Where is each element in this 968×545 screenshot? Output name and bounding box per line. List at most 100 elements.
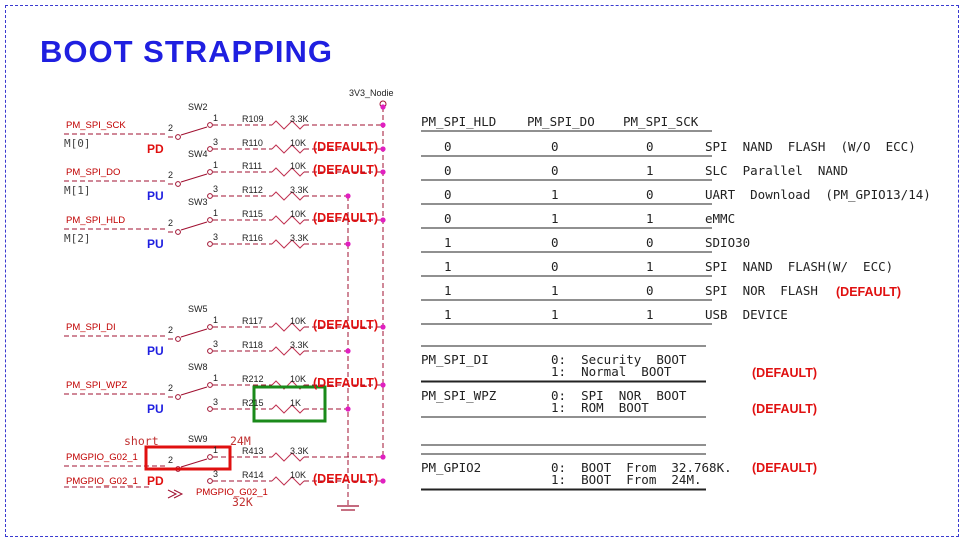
signal-label: PM_SPI_DI — [66, 322, 116, 333]
highlight-box-red — [144, 445, 232, 471]
resistor-ref: R115 — [242, 209, 263, 219]
resistor-value: 3.3K — [290, 185, 309, 195]
table-cell-do: 1 — [551, 283, 559, 298]
resistor-value: 10K — [290, 316, 307, 326]
resistor-ref: R116 — [242, 233, 263, 243]
switch-pin — [207, 324, 213, 330]
switch-pin — [207, 193, 213, 199]
switch-pin — [207, 122, 213, 128]
option-name: PM_GPIO2 — [421, 460, 482, 475]
resistor-symbol — [271, 404, 305, 414]
option-line: 1: BOOT From 24M. — [551, 472, 702, 487]
resistor-symbol — [271, 167, 305, 177]
page-border — [5, 5, 959, 537]
pull-label: PU — [147, 402, 164, 416]
table-cell-do: 0 — [551, 235, 559, 250]
table-header-do: PM_SPI_DO — [527, 114, 595, 129]
pin-label: 2 — [168, 325, 174, 335]
note-short: short — [124, 434, 159, 448]
pin-label: 3 — [213, 339, 219, 349]
resistor-ref: R414 — [242, 470, 264, 480]
resistor-ref: R109 — [242, 114, 264, 124]
resistor-value: 1K — [290, 398, 302, 408]
resistor-value: 10K — [290, 470, 307, 480]
pin-label: 1 — [213, 160, 219, 170]
table-cell-do: 1 — [551, 187, 559, 202]
pin-label: 3 — [213, 232, 219, 242]
switch-pin — [207, 169, 213, 175]
table-cell-sck: 1 — [646, 259, 654, 274]
table-cell-do: 0 — [551, 139, 559, 154]
table-cell-mode: UART Download (PM_GPIO13/14) — [705, 187, 931, 202]
switch-pin — [207, 478, 213, 484]
table-cell-sck: 1 — [646, 211, 654, 226]
bus-label: M[0] — [64, 137, 91, 150]
table-header-hld: PM_SPI_HLD — [421, 114, 497, 129]
resistor-ref: R212 — [242, 374, 264, 384]
pin-label: 1 — [213, 315, 219, 325]
junction-dot — [380, 382, 386, 388]
default-marker: (DEFAULT) — [313, 318, 379, 332]
switch-pin — [207, 217, 213, 223]
junction-dot — [345, 406, 351, 412]
table-cell-sck: 1 — [646, 163, 654, 178]
switch-lever — [180, 173, 208, 183]
resistor-ref: R112 — [242, 185, 263, 195]
resistor-ref: R111 — [242, 161, 263, 171]
pull-label: PD — [147, 142, 164, 156]
table-cell-hld: 0 — [444, 163, 452, 178]
switch-pin — [175, 134, 181, 140]
switch-pin — [207, 454, 213, 460]
resistor-value: 3.3K — [290, 446, 309, 456]
table-cell-mode: eMMC — [705, 211, 736, 226]
pin-label: 2 — [168, 455, 174, 465]
table-cell-hld: 1 — [444, 283, 452, 298]
pull-label: PU — [147, 344, 164, 358]
signal-label: PMGPIO_G02_1 — [66, 476, 138, 487]
switch-pin — [175, 181, 181, 187]
switch-lever — [180, 126, 208, 136]
resistor-symbol — [271, 191, 305, 201]
table-cell-hld: 0 — [444, 211, 452, 226]
pin-label: 2 — [168, 170, 174, 180]
note-32k: 32K — [232, 495, 253, 509]
option-name: PM_SPI_WPZ — [421, 388, 497, 403]
table-cell-sck: 0 — [646, 283, 654, 298]
table-cell-mode: SDIO30 — [705, 235, 751, 250]
junction-dot — [345, 193, 351, 199]
table-cell-hld: 1 — [444, 307, 452, 322]
resistor-value: 3.3K — [290, 114, 309, 124]
signal-label: PM_SPI_HLD — [66, 215, 126, 226]
table-cell-hld: 1 — [444, 259, 452, 274]
bus-label: M[2] — [64, 232, 91, 245]
pin-label: 1 — [213, 373, 219, 383]
option-line: 0: BOOT From 32.768K. — [551, 460, 732, 475]
pin-label: 1 — [213, 208, 219, 218]
signal-label: PM_SPI_DO — [66, 167, 121, 178]
offpage-label: PMGPIO_G02_1 — [196, 487, 268, 498]
resistor-symbol — [271, 239, 305, 249]
option-name: PM_SPI_DI — [421, 352, 489, 367]
table-cell-sck: 0 — [646, 187, 654, 202]
highlight-box-green — [252, 385, 327, 423]
resistor-ref: R117 — [242, 316, 263, 326]
junction-dot — [380, 324, 386, 330]
resistor-value: 3.3K — [290, 233, 309, 243]
junction-dot — [380, 478, 386, 484]
table-header-sck: PM_SPI_SCK — [623, 114, 699, 129]
resistor-value: 10K — [290, 161, 307, 171]
switch-pin — [175, 394, 181, 400]
default-marker: (DEFAULT) — [313, 140, 379, 154]
table-cell-sck: 0 — [646, 235, 654, 250]
resistor-ref: R110 — [242, 138, 263, 148]
switch-pin — [175, 336, 181, 342]
pull-label: PU — [147, 237, 164, 251]
table-cell-sck: 1 — [646, 307, 654, 322]
switch-lever — [180, 328, 208, 338]
resistor-symbol — [271, 452, 305, 462]
resistor-symbol — [271, 215, 305, 225]
resistor-symbol — [271, 346, 305, 356]
switch-pin — [207, 382, 213, 388]
resistor-symbol — [271, 144, 305, 154]
